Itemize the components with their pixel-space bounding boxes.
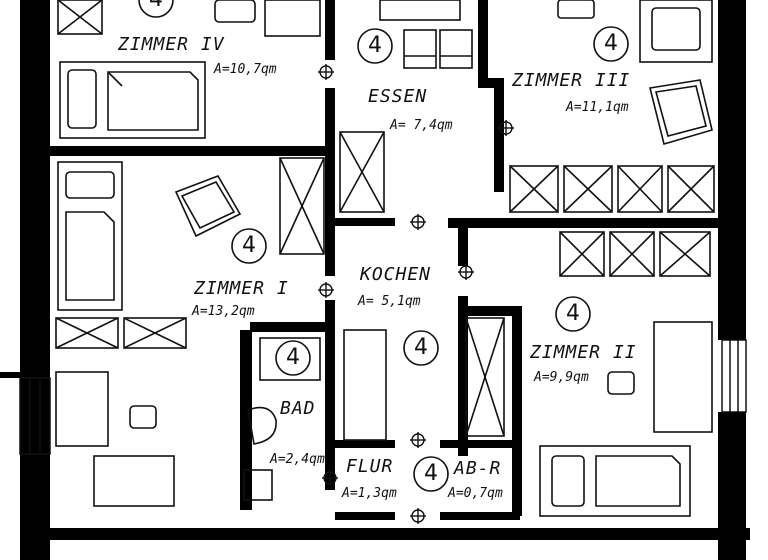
- kochen-persons: 4: [414, 335, 428, 360]
- wall-iv-i: [50, 146, 330, 156]
- wall-flur-north-b: [440, 440, 520, 448]
- furniture-iii-armchair: [649, 79, 713, 146]
- wall-essen-west: [325, 88, 335, 233]
- occupancy-circles: [138, 0, 629, 492]
- wall-west-stub: [0, 372, 20, 378]
- furniture-i-box-1: [55, 317, 119, 349]
- walls: [0, 0, 750, 560]
- wall-bad-east: [325, 300, 335, 490]
- furniture-ii-wardrobe: [653, 321, 713, 433]
- furniture-i-shelf: [93, 455, 175, 507]
- furniture-i-armchair: [174, 175, 242, 238]
- ab-r-name: AB-R: [454, 458, 502, 479]
- zimmer-iii-persons: 4: [604, 31, 618, 56]
- wall-flur-north-a: [335, 440, 395, 448]
- essen-persons: 4: [368, 33, 382, 58]
- furniture-iv-chair: [214, 0, 256, 23]
- furniture-essen-table: [379, 0, 461, 21]
- essen-area: A= 7,4qm: [390, 118, 453, 133]
- furniture: [55, 0, 715, 517]
- furniture-ii-chair: [607, 371, 635, 395]
- wall-abr-top: [458, 306, 522, 316]
- wall-kochen-east: [458, 296, 468, 456]
- furniture-iv-desk: [264, 0, 321, 37]
- furniture-i-box-2: [123, 317, 187, 349]
- zimmer-i-name: ZIMMER I: [194, 278, 289, 299]
- flur-name: FLUR: [346, 456, 394, 477]
- wall-bad-west: [240, 330, 252, 510]
- zimmer-ii-name: ZIMMER II: [530, 342, 637, 363]
- bad-name: BAD: [280, 398, 316, 419]
- bad-persons: 4: [286, 345, 300, 370]
- furniture-iii-box-3: [617, 165, 663, 213]
- kochen-name: KOCHEN: [360, 264, 432, 285]
- furniture-iii-chair: [557, 0, 595, 19]
- furniture-iv-bed: [59, 61, 206, 139]
- wall-flur-south-b: [440, 512, 520, 520]
- furniture-ii-box-2: [609, 231, 655, 277]
- furniture-iv-cabinet: [57, 0, 103, 35]
- wall-iii-west-top: [478, 0, 488, 84]
- furniture-i-desk: [55, 371, 109, 447]
- door-markers: [318, 64, 514, 524]
- furniture-essen-chair-1: [403, 29, 437, 69]
- furniture-ii-box-1: [559, 231, 605, 277]
- furniture-bad-sink: [247, 406, 277, 445]
- wall-south: [50, 528, 750, 540]
- zimmer-iv-area: A=10,7qm: [214, 62, 277, 77]
- zimmer-ii-area: A=9,9qm: [534, 370, 589, 385]
- furniture-ii-bed: [539, 445, 691, 517]
- ab-r-area: A=0,7qm: [448, 486, 503, 501]
- furniture-i-chair: [129, 405, 157, 429]
- furniture-ii-box-3: [659, 231, 711, 277]
- furniture-iii-box-1: [509, 165, 559, 213]
- zimmer-ii-persons: 4: [566, 301, 580, 326]
- zimmer-i-area: A=13,2qm: [192, 304, 255, 319]
- wall-abr-east: [512, 306, 522, 516]
- window-east: [721, 339, 747, 413]
- wall-east-upper: [718, 0, 746, 340]
- kochen-area: A= 5,1qm: [358, 294, 421, 309]
- wall-iii-notch: [478, 78, 500, 88]
- furniture-kochen-counter: [343, 329, 387, 441]
- wall-essen-south-a: [335, 218, 395, 226]
- wall-essen-west-top: [325, 0, 335, 60]
- wall-flur-south-a: [335, 512, 395, 520]
- essen-name: ESSEN: [368, 86, 428, 107]
- furniture-bad-toilet: [243, 469, 273, 501]
- zimmer-iv-persons: 4: [138, 0, 174, 18]
- furniture-essen-chair-2: [439, 29, 473, 69]
- wall-essen-south-b: [448, 218, 718, 228]
- furniture-essen-cabinet: [339, 131, 385, 213]
- furniture-i-wardrobe: [279, 157, 325, 255]
- zimmer-iv-name: ZIMMER IV: [118, 34, 225, 55]
- wall-iii-west: [494, 78, 504, 192]
- wall-kochen-west: [325, 226, 335, 276]
- furniture-bad-shower: [259, 337, 321, 381]
- zimmer-i-persons: 4: [242, 233, 256, 258]
- window-west: [19, 377, 51, 455]
- zimmer-iii-name: ZIMMER III: [512, 70, 631, 91]
- flur-persons: 4: [424, 461, 438, 486]
- furniture-i-bed: [57, 161, 123, 311]
- flur-area: A=1,3qm: [342, 486, 397, 501]
- furniture-iii-box-2: [563, 165, 613, 213]
- furniture-iii-bed: [639, 0, 713, 63]
- wall-west: [20, 0, 50, 560]
- furniture-iii-box-4: [667, 165, 715, 213]
- bad-area: A=2,4qm: [270, 452, 325, 467]
- furniture-abr-shelf: [465, 317, 505, 437]
- zimmer-iii-area: A=11,1qm: [566, 100, 629, 115]
- wall-bad-north: [250, 322, 335, 332]
- wall-kochen-east-top: [458, 226, 468, 266]
